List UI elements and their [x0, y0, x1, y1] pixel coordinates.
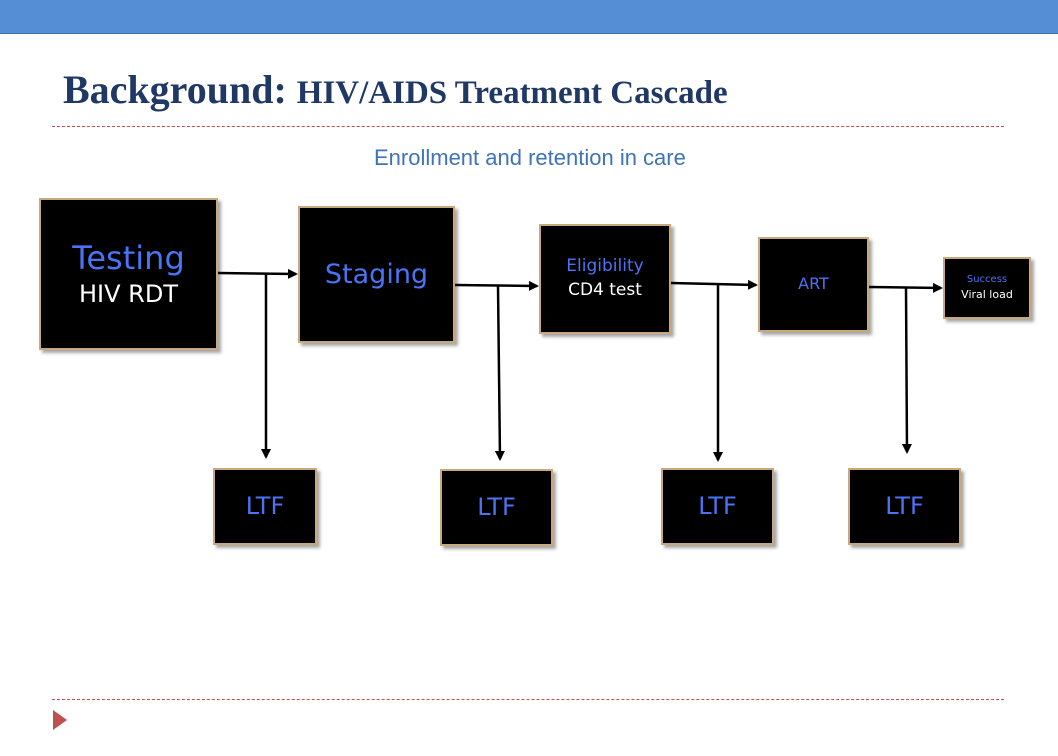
stage-art: ART — [758, 237, 869, 332]
footer-divider — [52, 699, 1004, 700]
diagram-subtitle: Enrollment and retention in care — [374, 145, 686, 170]
stage-eligibility: Eligibility CD4 test — [539, 224, 671, 334]
bullet-arrow-icon — [53, 710, 67, 730]
ltf-box: LTF — [848, 468, 961, 545]
stage-sublabel: CD4 test — [568, 280, 642, 300]
ltf-label: LTF — [245, 491, 285, 520]
stage-staging: Staging — [298, 206, 455, 343]
stage-success: Success Viral load — [943, 257, 1031, 319]
arrow-art-to-success — [868, 282, 943, 293]
ltf-box: LTF — [213, 468, 317, 545]
title-main: Background: — [63, 67, 287, 112]
stage-sublabel: HIV RDT — [79, 279, 178, 308]
ltf-label: LTF — [885, 491, 924, 520]
arrow-dropout-4 — [901, 287, 912, 454]
page-title: Background:HIV/AIDS Treatment Cascade — [63, 66, 728, 113]
title-divider — [52, 126, 1004, 127]
stage-label: ART — [798, 274, 829, 294]
stage-label: Eligibility — [566, 256, 644, 277]
arrow-dropout-2 — [494, 285, 505, 461]
arrow-staging-to-eligibility — [454, 280, 539, 291]
title-sub: HIV/AIDS Treatment Cascade — [296, 75, 728, 111]
ltf-box: LTF — [661, 468, 774, 545]
stage-sublabel: Viral load — [961, 287, 1013, 301]
ltf-box: LTF — [440, 469, 553, 546]
ltf-label: LTF — [477, 492, 516, 521]
ltf-label: LTF — [698, 491, 737, 520]
arrow-eligibility-to-art — [670, 279, 758, 290]
arrow-testing-to-staging — [217, 268, 298, 279]
stage-label: Testing — [72, 238, 185, 277]
stage-testing: Testing HIV RDT — [39, 198, 218, 350]
stage-label: Success — [966, 274, 1008, 286]
header-bar — [0, 0, 1058, 34]
stage-label: Staging — [324, 258, 429, 290]
